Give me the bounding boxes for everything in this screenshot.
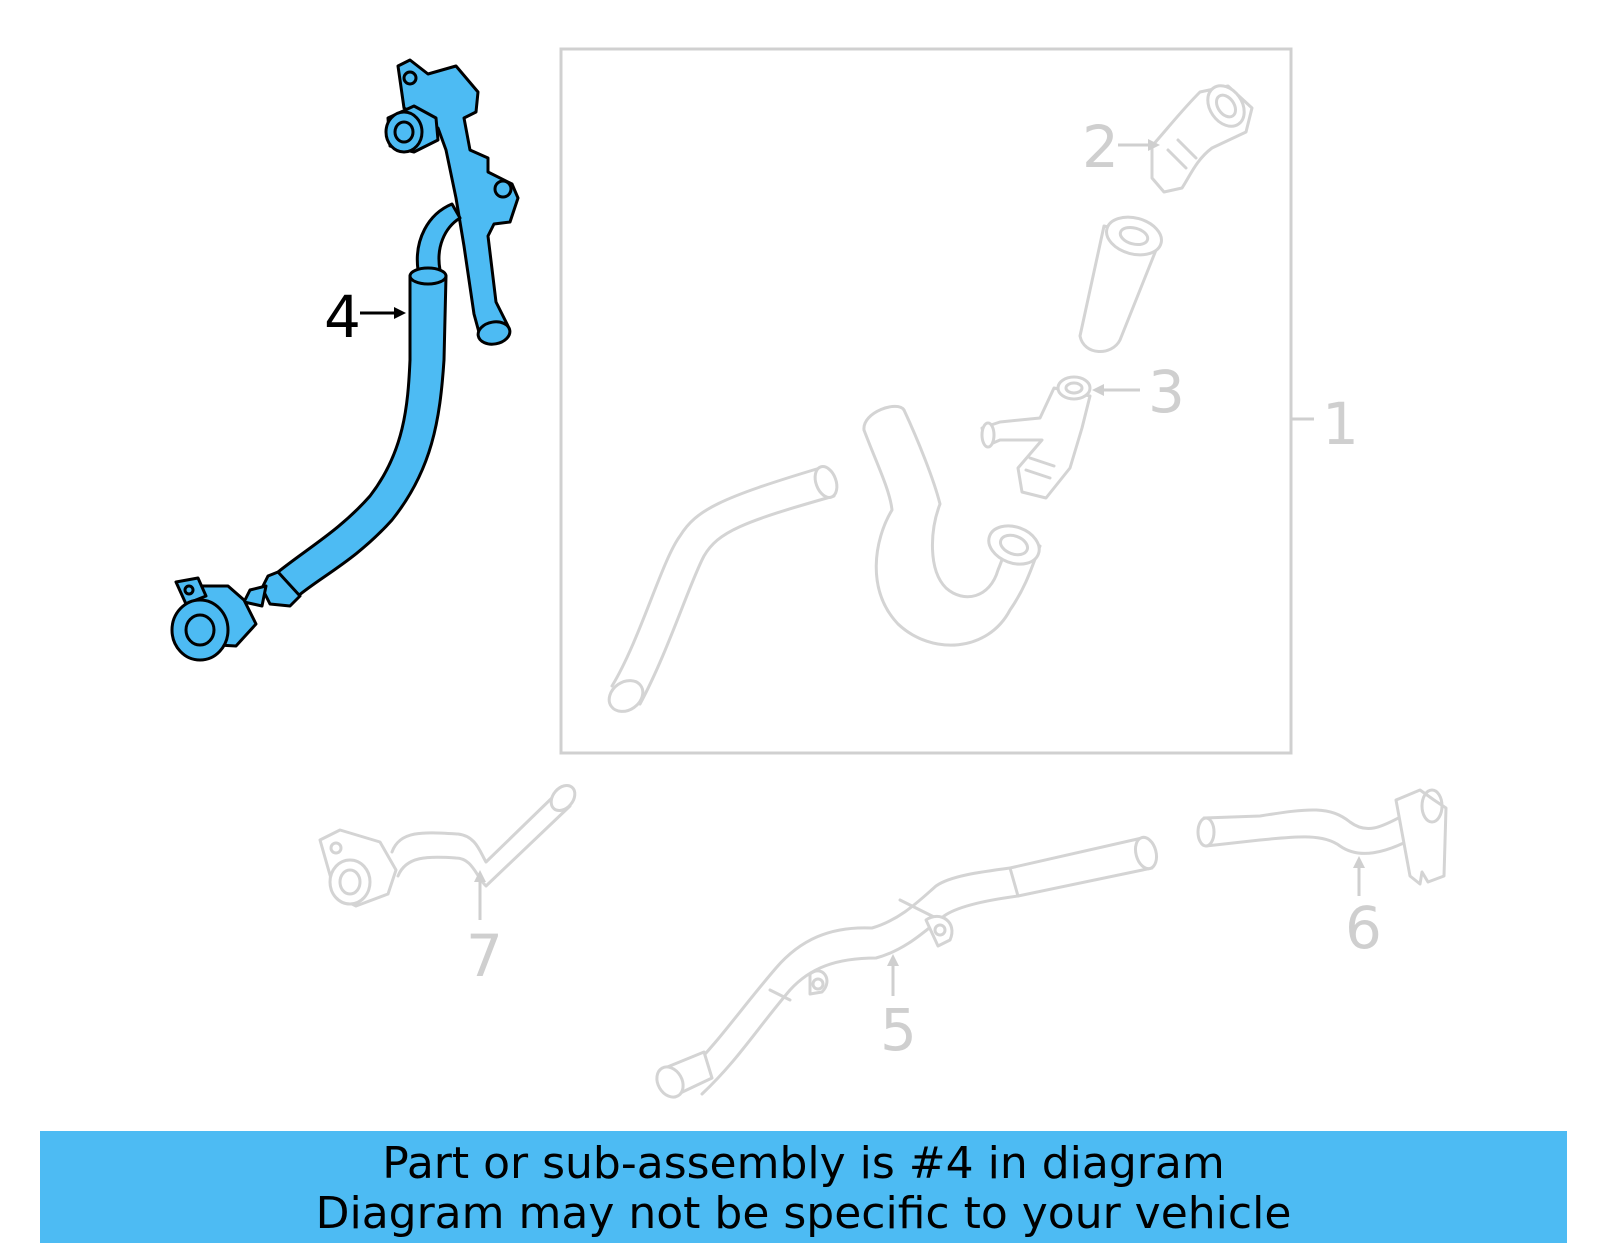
part-6-bent-pipe[interactable] (1196, 788, 1448, 886)
callout-5-arrowhead (887, 954, 899, 966)
callout-1-label: 1 (1322, 390, 1359, 458)
part-5-long-pipe[interactable] (652, 835, 1160, 1102)
callout-4-label: 4 (324, 283, 361, 351)
part-3-tee-connector[interactable] (980, 375, 1092, 500)
callout-3-label: 3 (1148, 358, 1185, 426)
callout-6-label: 6 (1345, 894, 1382, 962)
callout-2-label: 2 (1082, 113, 1119, 181)
part-info-banner: Part or sub-assembly is #4 in diagram Di… (40, 1131, 1567, 1243)
assembly-frame (559, 47, 1293, 755)
callout-3-arrowhead (1092, 384, 1104, 396)
callout-7-label: 7 (466, 922, 503, 990)
callout-2-arrowhead (1148, 139, 1160, 151)
callout-4-arrowhead (394, 307, 406, 319)
callout-5-label: 5 (880, 996, 917, 1064)
part-1-j-hose[interactable] (862, 404, 1045, 647)
callout-6-arrowhead (1353, 856, 1365, 868)
part-1-straight-hose[interactable] (1078, 211, 1166, 353)
part-1-curved-hose-left[interactable] (603, 464, 841, 718)
banner-line-disclaimer: Diagram may not be specific to your vehi… (315, 1188, 1292, 1239)
part-2-elbow-fitting[interactable] (1150, 79, 1254, 194)
part-4-hose-assembly[interactable] (170, 58, 520, 662)
part-7-pipe-fitting[interactable] (318, 781, 580, 908)
banner-line-part-number: Part or sub-assembly is #4 in diagram (382, 1138, 1225, 1189)
callout-7-arrowhead (474, 870, 486, 882)
